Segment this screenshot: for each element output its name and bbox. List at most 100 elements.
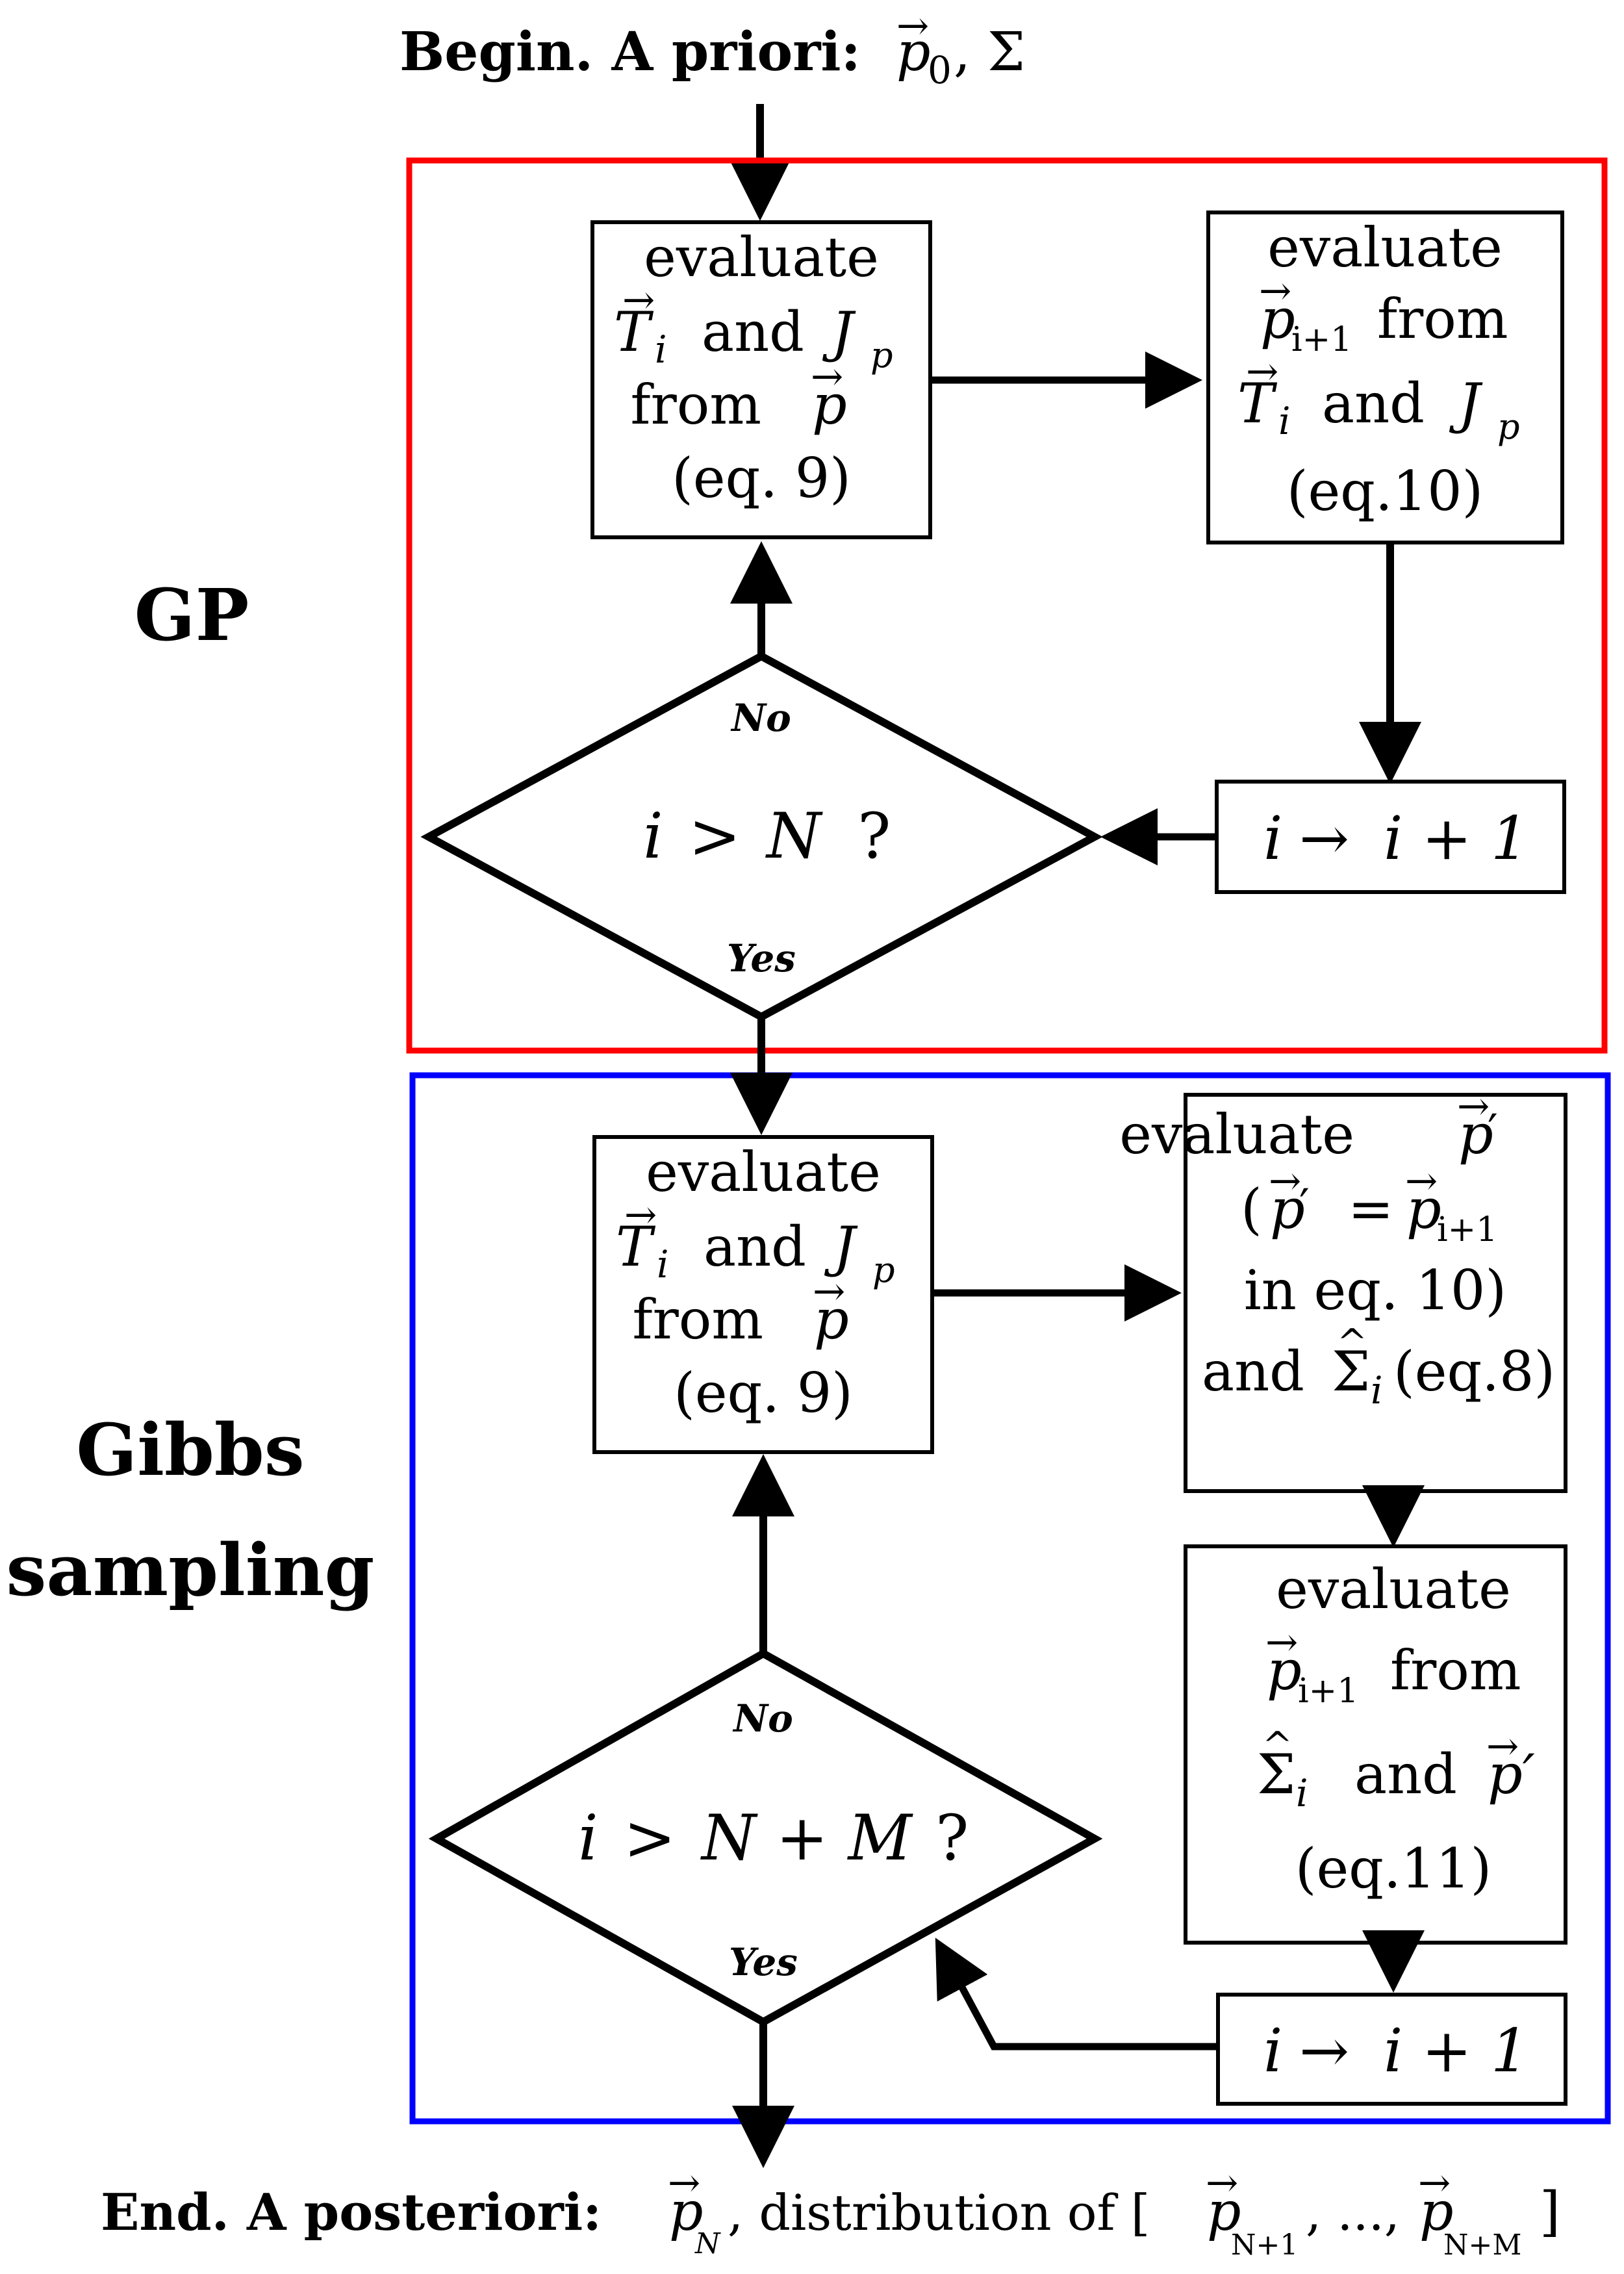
gp-box-evaluate-t: evaluate T → i and J p from p → (eq. 9) [590, 220, 932, 539]
box-line-3: in eq. 10) [1244, 1258, 1506, 1322]
end-bracket: ] [1540, 2181, 1560, 2243]
vector-arrow-icon: → [1265, 1620, 1298, 1665]
box-line-1: evaluate [646, 1140, 881, 1204]
gp-frame [406, 157, 1608, 1054]
inc-rhs: i + 1 [1384, 804, 1529, 873]
inc-rhs: i + 1 [1384, 2016, 1529, 2086]
word-from: from [1377, 287, 1508, 351]
vector-arrow-icon: → [1457, 1084, 1490, 1129]
gibbs-frame [409, 1072, 1611, 2125]
vector-pprime: p′ [1488, 1743, 1535, 1806]
sub-p: p [1497, 406, 1520, 447]
vector-arrow-icon: → [1206, 2160, 1238, 2206]
box-line-1: evaluate [1267, 216, 1503, 279]
hat-icon: ^ [1337, 1322, 1367, 1364]
eq-ref: (eq.11) [1295, 1837, 1492, 1900]
vector-arrow-icon: → [896, 3, 929, 49]
end-dots: , ..., [1306, 2184, 1400, 2242]
decision-q: ? [857, 800, 891, 873]
begin-text: Begin. A priori: [400, 21, 861, 83]
symbol-sigma: Σ [1332, 1340, 1370, 1403]
vector-arrow-icon: → [813, 1269, 845, 1314]
vector-arrow-icon: → [624, 1192, 657, 1238]
vector-p: p [1260, 287, 1295, 351]
word-and: and [1354, 1743, 1457, 1806]
decision-q: ? [935, 1802, 969, 1874]
vector-arrow-icon: → [1418, 2160, 1451, 2206]
vector-T: T [616, 1215, 656, 1279]
prime-mark: ′ [1488, 1105, 1498, 1158]
gibbs-decision-diamond: No i > N + M ? Yes [428, 1649, 1103, 2026]
sub-i: i [655, 327, 667, 372]
sub-i-plus-1: i+1 [1437, 1210, 1497, 1249]
vector-p: p [1270, 1177, 1305, 1241]
gibbs-title-line2: sampling [6, 1528, 375, 1612]
word-and: and [702, 300, 804, 364]
gibbs-box-evaluate-pnext: evaluate p → i+1 from Σ ^ i and p′ → (eq… [1184, 1544, 1567, 1945]
decision-lhs: i [643, 800, 663, 873]
eq-ref: (eq. 9) [674, 1361, 853, 1425]
gp-box-evaluate-p: evaluate p → i+1 from T → i and J p (eq.… [1206, 211, 1564, 544]
vector-p: p [1406, 1177, 1441, 1241]
end-text: End. A posteriori: [101, 2183, 602, 2242]
vector-arrow-icon: → [1246, 349, 1278, 394]
gibbs-title-line1: Gibbs [76, 1408, 304, 1492]
vector-p: p [812, 373, 847, 437]
end-vector-pNM: p [1419, 2181, 1454, 2243]
gp-increment-box: i → i + 1 [1215, 780, 1566, 894]
inc-i: i [1263, 804, 1282, 873]
vector-p: p [814, 1288, 849, 1351]
word-and: and [704, 1215, 806, 1279]
symbol-sigma: Σ [1257, 1743, 1295, 1806]
prime-mark: ′ [1299, 1179, 1310, 1233]
word-from: from [631, 373, 761, 437]
end-sub-N1: N+1 [1231, 2229, 1298, 2262]
gibbs-box-evaluate-t: evaluate T → i and J p from p → (eq. 9) [592, 1135, 934, 1454]
gp-decision-diamond: No i > N ? Yes [420, 652, 1103, 1021]
eq-ref: (eq.10) [1287, 459, 1484, 523]
vector-p: p [1458, 1103, 1493, 1166]
eq-ref: (eq.8) [1393, 1340, 1555, 1403]
gibbs-increment-box: i → i + 1 [1216, 1993, 1567, 2106]
sub-i: i [1278, 399, 1291, 443]
decision-no-label: No [730, 696, 791, 740]
end-sub-N: N [694, 2227, 721, 2260]
sub-p: p [872, 1249, 895, 1290]
sub-i: i [657, 1242, 669, 1286]
end-vector-pN: p [669, 2181, 704, 2243]
gibbs-box-evaluate-pprime: evaluate p → ′ ( p → ′ = p → i+1 in eq. … [1119, 1084, 1567, 1493]
maps-to-arrow-icon: → [1299, 2016, 1349, 2086]
eq-ref: (eq. 9) [672, 446, 851, 510]
box-line-1: evaluate [1119, 1103, 1354, 1166]
begin-vector-p: p [896, 21, 931, 83]
gp-title: GP [134, 573, 249, 657]
vector-arrow-icon: → [668, 2160, 700, 2206]
sub-i-plus-1: i+1 [1298, 1672, 1358, 1711]
paren-open: ( [1241, 1177, 1262, 1241]
word-and: and [1202, 1340, 1304, 1403]
vector-arrow-icon: → [811, 354, 843, 400]
vector-arrow-icon: → [1269, 1158, 1301, 1204]
begin-sub: 0 [928, 48, 952, 92]
word-from: from [1390, 1639, 1521, 1702]
vector-arrow-icon: → [622, 277, 655, 323]
hat-icon: ^ [1262, 1724, 1293, 1767]
decision-op: > [624, 1802, 676, 1874]
maps-to-arrow-icon: → [1299, 804, 1349, 873]
vector-arrow-icon: → [1405, 1158, 1438, 1204]
inc-i: i [1263, 2016, 1282, 2086]
sub-i: i [1296, 1771, 1308, 1815]
vector-T: T [1237, 372, 1278, 435]
end-sub-NM: N+M [1443, 2229, 1521, 2262]
decision-op: > [689, 800, 741, 873]
box-line-1: evaluate [644, 225, 879, 289]
word-and: and [1322, 372, 1425, 435]
sub-p: p [870, 335, 893, 376]
decision-yes-label: Yes [727, 936, 796, 980]
end-vector-pN1: p [1207, 2181, 1241, 2243]
box-line-1: evaluate [1276, 1557, 1511, 1621]
equals-sign: = [1348, 1177, 1393, 1241]
vector-T: T [614, 300, 654, 364]
vector-arrow-icon: → [1259, 268, 1291, 314]
